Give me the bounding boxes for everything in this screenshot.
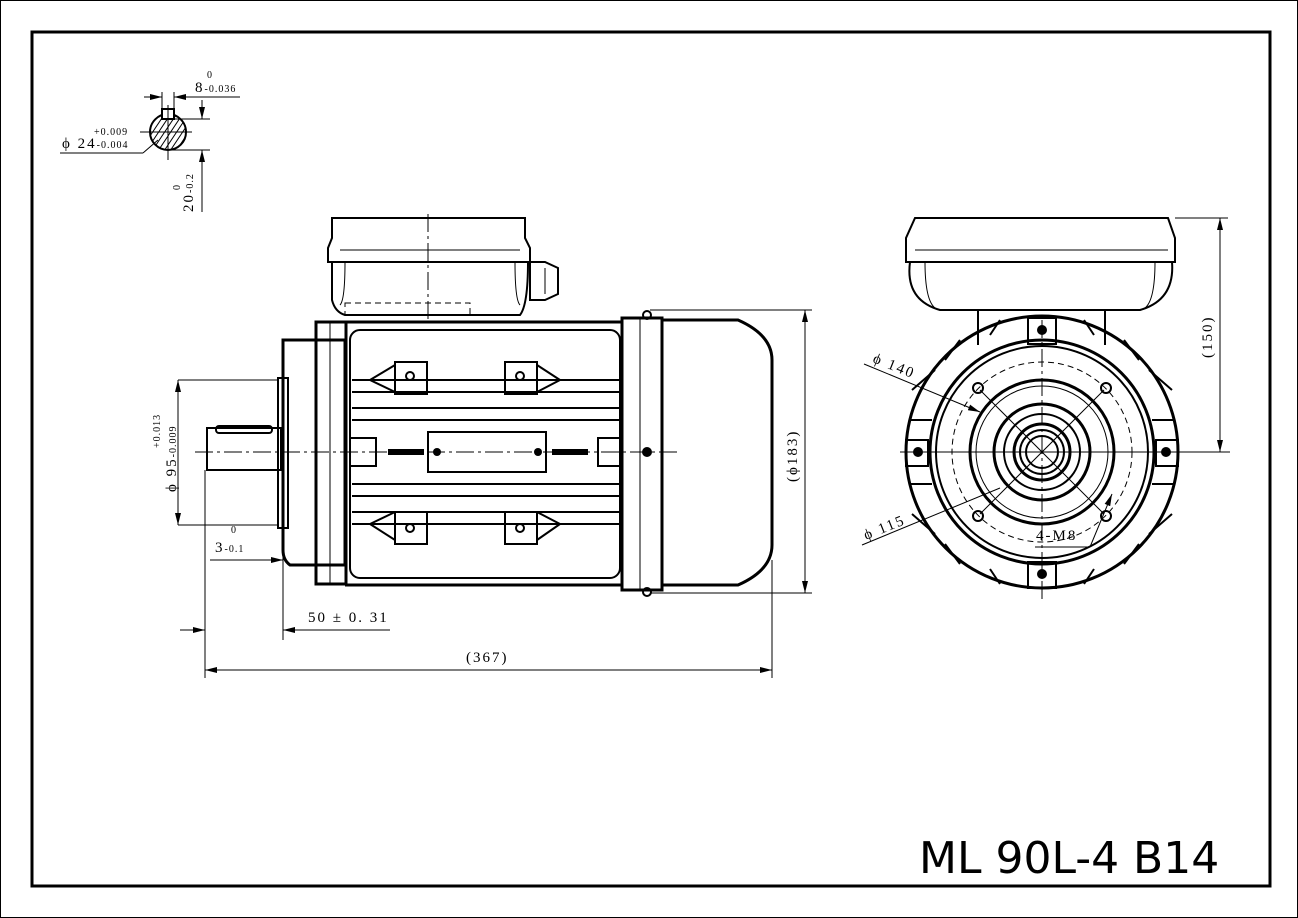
flange-diameter-dim: ϕ 95-0.009 (164, 426, 180, 493)
flange-diameter-upper: +0.013 (152, 414, 163, 448)
key-width-dim: 8-0.036 (195, 80, 236, 96)
key-width-upper: 0 (207, 70, 213, 81)
key-height-upper: 0 (172, 184, 183, 190)
pcd-outer-dim: ϕ 140 (871, 351, 918, 382)
shaft-diameter-dim: ϕ 24-0.004 (62, 136, 129, 152)
height-dim: (150) (1200, 316, 1216, 359)
flange-offset-upper: 0 (231, 525, 237, 536)
drawing-frame (30, 30, 1272, 888)
shaft-section: 8-0.036 0 ϕ 24-0.004 +0.009 20-0.2 0 (60, 70, 240, 212)
shaft-length-dim: 50 ± 0. 31 (308, 610, 389, 626)
key-height-dim: 20-0.2 (181, 173, 197, 212)
side-view: ϕ 95-0.009 +0.013 3-0.1 0 50 ± 0. 31 (36… (152, 214, 812, 678)
front-view: ϕ 140 ϕ 115 4-M8 (150) (862, 217, 1230, 600)
model-title: ML 90L-4 B14 (919, 833, 1219, 884)
overall-length-dim: (367) (466, 650, 509, 666)
shaft-diameter-upper: +0.009 (94, 127, 128, 138)
pcd-inner-dim: ϕ 115 (862, 513, 908, 544)
flange-offset-dim: 3-0.1 (215, 540, 244, 556)
mounting-holes (972, 382, 1112, 522)
holes-dim: 4-M8 (1036, 528, 1077, 544)
overall-diameter-dim: (ϕ183) (785, 430, 801, 482)
